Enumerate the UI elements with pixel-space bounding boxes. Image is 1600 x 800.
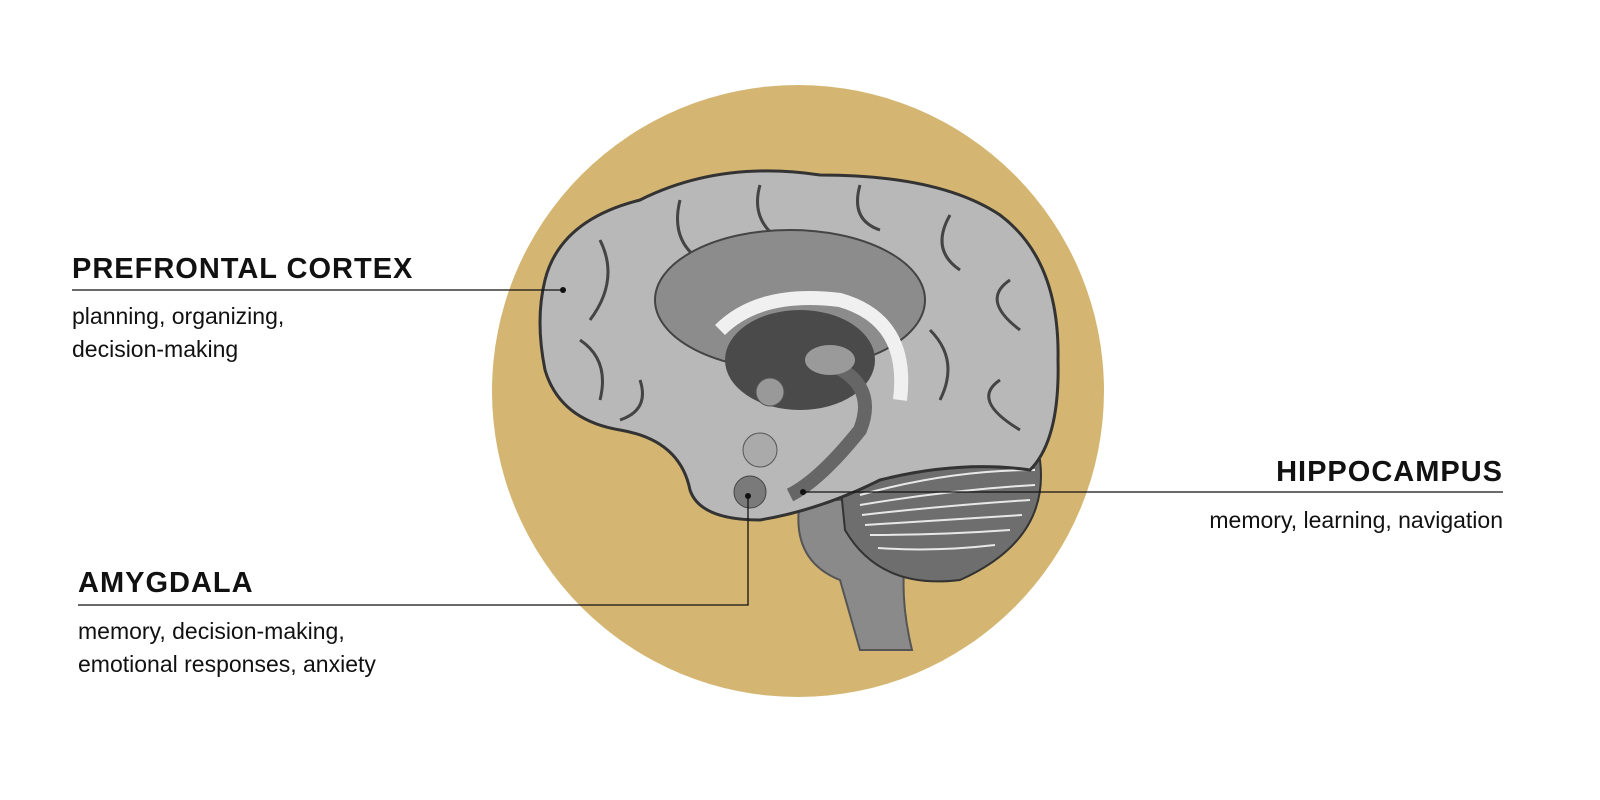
amygdala-leader-line (78, 496, 749, 606)
prefrontal-cortex-description: planning, organizing, decision-making (72, 300, 284, 366)
fornix (786, 353, 872, 502)
hippocampus-marker-dot (800, 489, 806, 495)
prefrontal-cortex-title: PREFRONTAL CORTEX (72, 253, 414, 285)
description-line: decision-making (72, 336, 239, 362)
brain-illustration (538, 169, 1060, 651)
description-line: planning, organizing, (72, 303, 285, 329)
hippocampus-title: HIPPOCAMPUS (1276, 456, 1503, 488)
amygdala-shape (733, 475, 767, 509)
hippocampus-description: memory, learning, navigation (1209, 504, 1503, 537)
description-line: memory, decision-making, (78, 618, 345, 644)
description-line: emotional responses, anxiety (78, 651, 376, 677)
amygdala-title: AMYGDALA (78, 567, 254, 599)
description-line: memory, learning, navigation (1209, 507, 1503, 533)
prefrontal-marker-dot (560, 287, 566, 293)
amygdala-marker-dot (745, 493, 751, 499)
amygdala-description: memory, decision-making, emotional respo… (78, 615, 376, 681)
